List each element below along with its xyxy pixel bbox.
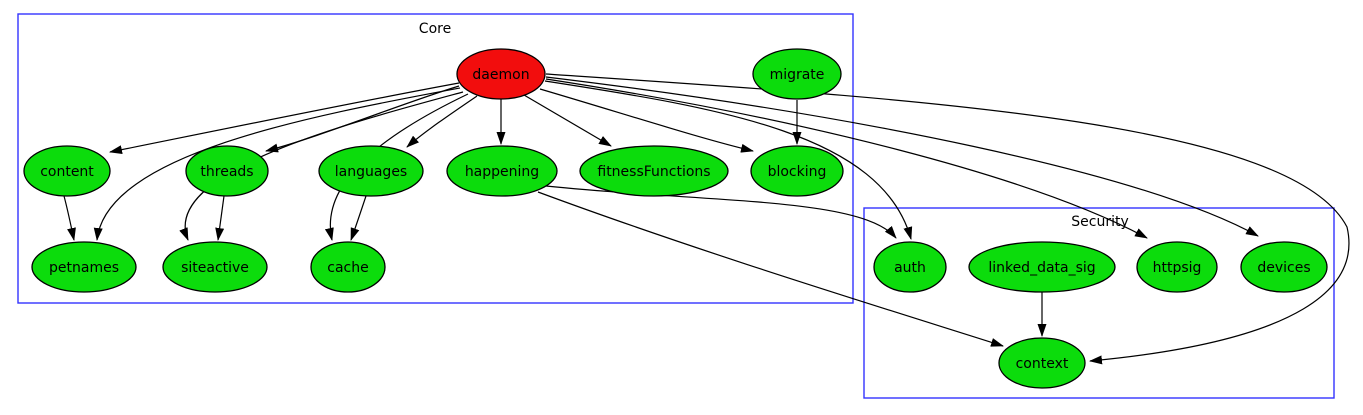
node-happening-label: happening bbox=[465, 164, 539, 180]
node-petnames bbox=[31, 241, 137, 293]
node-linked_data_sig bbox=[968, 241, 1116, 293]
node-petnames-label: petnames bbox=[49, 260, 119, 276]
cluster-core-box bbox=[17, 13, 854, 304]
node-devices bbox=[1240, 241, 1328, 293]
cluster-core-label: Core bbox=[419, 21, 451, 37]
node-content-label: content bbox=[40, 164, 94, 180]
node-migrate bbox=[752, 48, 842, 100]
node-context-label: context bbox=[1016, 356, 1069, 372]
edge-daemon-auth bbox=[544, 80, 913, 240]
node-languages bbox=[318, 145, 424, 197]
node-daemon bbox=[456, 48, 546, 100]
node-devices-label: devices bbox=[1257, 260, 1310, 276]
edge-daemon-petnames bbox=[93, 87, 461, 241]
edge-happening-auth bbox=[545, 185, 897, 239]
edge-daemon-devices bbox=[545, 76, 1259, 237]
node-migrate-label: migrate bbox=[770, 67, 825, 83]
node-linked_data_sig-label: linked_data_sig bbox=[988, 260, 1095, 276]
node-cache-label: cache bbox=[327, 260, 368, 276]
node-siteactive-label: siteactive bbox=[181, 260, 249, 276]
edge-languages-cache bbox=[350, 195, 367, 241]
edge-content-petnames bbox=[63, 195, 76, 241]
node-siteactive bbox=[162, 241, 268, 293]
node-cache bbox=[310, 241, 386, 293]
node-httpsig-label: httpsig bbox=[1153, 260, 1202, 276]
node-context bbox=[998, 337, 1086, 389]
cluster-security-box bbox=[863, 207, 1335, 399]
edge-daemon-content bbox=[109, 82, 460, 155]
node-httpsig bbox=[1136, 241, 1218, 293]
edge-daemon-languages bbox=[406, 95, 478, 148]
node-fitnessFunctions bbox=[579, 145, 729, 197]
node-threads-label: threads bbox=[200, 164, 253, 180]
edge-daemon-threads bbox=[265, 85, 460, 153]
cluster-security-label: Security bbox=[1071, 214, 1129, 230]
node-auth bbox=[873, 241, 947, 293]
edge-daemon-httpsig bbox=[545, 78, 1148, 239]
node-content bbox=[23, 145, 111, 197]
node-happening bbox=[446, 145, 558, 197]
node-auth-label: auth bbox=[894, 260, 926, 276]
edge-daemon-siteactive bbox=[179, 91, 464, 241]
edge-daemon-blocking bbox=[539, 88, 754, 153]
edge-daemon-context bbox=[545, 73, 1350, 365]
edge-threads-siteactive bbox=[215, 195, 225, 241]
node-languages-label: languages bbox=[335, 164, 407, 180]
edge-daemon-fitnessFunctions bbox=[523, 94, 612, 147]
node-blocking-label: blocking bbox=[768, 164, 827, 180]
edge-happening-context bbox=[537, 191, 1004, 347]
node-fitnessFunctions-label: fitnessFunctions bbox=[597, 164, 710, 180]
node-blocking bbox=[750, 145, 844, 197]
node-daemon-label: daemon bbox=[472, 67, 529, 83]
node-threads bbox=[185, 145, 269, 197]
